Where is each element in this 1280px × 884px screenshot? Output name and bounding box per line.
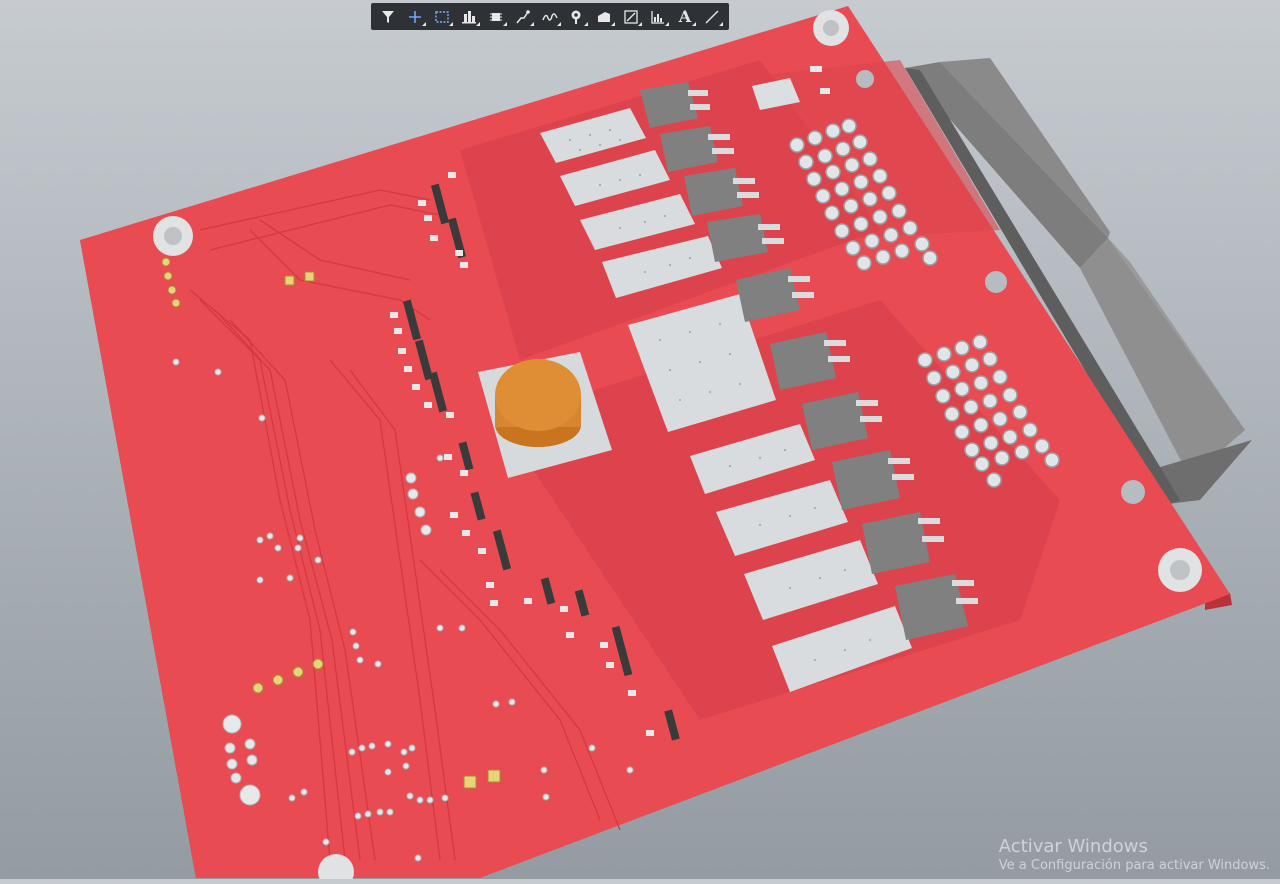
pin-array-lower [917,334,1060,488]
pcb-toolbar: A [371,3,729,30]
via-button[interactable] [564,5,590,28]
windows-activation-watermark: Activar Windows Ve a Configuración para … [999,836,1270,873]
diff-pair-icon [542,12,558,21]
filter-icon [382,10,394,23]
route-button[interactable] [510,5,536,28]
align-button[interactable] [456,5,482,28]
mounting-hole [813,10,849,46]
chart-button[interactable] [645,5,671,28]
small-pads [161,257,501,789]
watermark-subtitle: Ve a Configuración para activar Windows. [998,857,1270,873]
route-icon [516,9,530,23]
pcb-traces [189,189,621,861]
filter-button[interactable] [375,5,401,28]
select-rectangle-icon [435,10,449,23]
align-icon [462,10,476,23]
vias [172,358,634,862]
text-icon: A [678,7,692,26]
crosshair-icon [409,10,421,23]
chart-icon [651,10,664,24]
dimension-icon [624,9,638,24]
polygon-button[interactable] [591,5,617,28]
polygon-icon [598,11,610,22]
pin-array-upper [789,118,938,271]
mounting-hole [1158,548,1202,592]
watermark-title: Activar Windows [998,836,1148,857]
component-icon [490,12,502,21]
mosfet-packages [640,82,978,640]
edge-connector [905,58,1252,505]
line-button[interactable] [699,5,725,28]
via-icon [571,10,581,24]
diff-pair-button[interactable] [537,5,563,28]
electrolytic-capacitor [478,352,612,478]
component-button[interactable] [483,5,509,28]
select-button[interactable] [429,5,455,28]
smd-components [390,172,680,741]
crosshair-button[interactable] [402,5,428,28]
mounting-hole [153,216,193,256]
text-button[interactable]: A [672,5,698,28]
dimension-button[interactable] [618,5,644,28]
heat-pads [540,108,912,692]
line-icon [705,10,719,23]
